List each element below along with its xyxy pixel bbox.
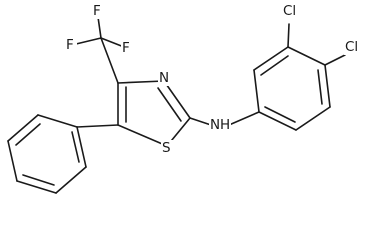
bond-ph-2-3-inner: [15, 123, 41, 146]
bond-c-f3: [100, 37, 125, 48]
bond-c4-n3: [117, 80, 165, 84]
bond-ph-6-1-inner: [71, 131, 80, 163]
bond-ar-cl2: [324, 54, 346, 66]
bond-ar-4-5: [324, 64, 331, 108]
atom-label-n-ring: N: [159, 70, 169, 86]
atom-label-f3: F: [122, 40, 130, 56]
bond-ar-2-3: [253, 46, 289, 71]
bond-ar-3-4: [287, 46, 326, 66]
bond-ph-6-1: [76, 126, 87, 168]
bond-ar-cl1: [287, 23, 290, 48]
structure-diagram: F F F N S N H Cl Cl: [7, 3, 359, 194]
bond-ph-4-5-inner: [22, 174, 55, 186]
bond-ar-5-6: [295, 106, 331, 131]
bond-s1-c5: [117, 124, 168, 147]
molecule-svg: F F F N S N H Cl Cl: [7, 3, 359, 194]
atom-label-s-ring: S: [162, 140, 171, 156]
bond-n3-c2-double: [157, 87, 182, 122]
bond-ar-2-3-inner: [260, 55, 289, 76]
bond-ph-2-3: [7, 114, 39, 142]
atom-label-cl1: Cl: [283, 3, 296, 19]
bond-ar-4-5-inner: [317, 69, 323, 105]
atom-label-f2: F: [66, 37, 74, 53]
bond-ph-3-4: [7, 140, 18, 182]
bond-c-f2: [75, 37, 102, 45]
bond-ar-6-1: [258, 111, 297, 131]
bond-ar-6-1-inner: [264, 106, 296, 123]
bond-cf3-c4: [100, 37, 119, 84]
atom-label-nh-h: H: [220, 117, 230, 133]
bond-nh-aryl: [228, 111, 260, 126]
bond-c-f1: [97, 16, 102, 39]
atom-label-f1: F: [93, 3, 101, 19]
bond-ph-4-5: [16, 180, 57, 194]
bond-c5-phenyl: [76, 124, 119, 128]
bond-ph-1-2: [37, 114, 78, 128]
bond-ar-1-2: [253, 69, 260, 113]
bond-ph-5-6: [55, 166, 87, 194]
atom-label-cl2: Cl: [345, 39, 358, 55]
bond-c2-nh: [189, 117, 212, 126]
atom-label-nh-n: N: [210, 117, 220, 133]
bond-n3-c2: [163, 80, 191, 119]
